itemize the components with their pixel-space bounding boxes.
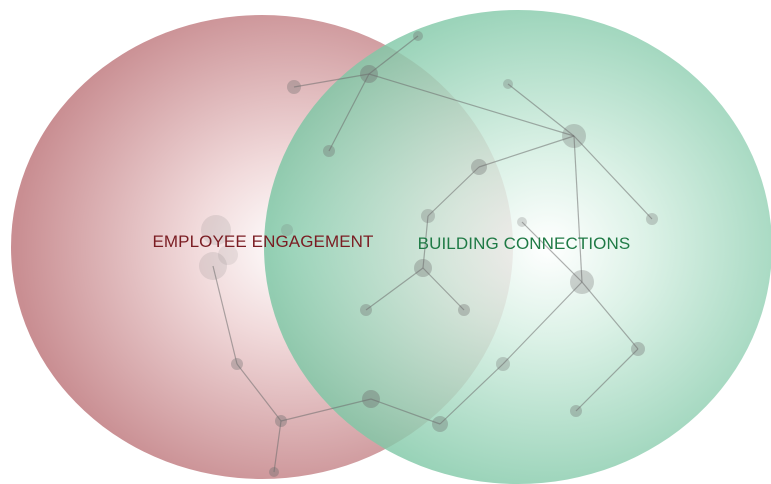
building-connections-label: BUILDING CONNECTIONS	[418, 234, 631, 253]
network-nodes	[199, 31, 658, 477]
network-node	[496, 357, 510, 371]
network-node	[421, 209, 435, 223]
employee-engagement-label: EMPLOYEE ENGAGEMENT	[152, 232, 373, 251]
network-node	[287, 80, 301, 94]
network-node	[646, 213, 658, 225]
network-node	[269, 467, 279, 477]
network-node	[281, 224, 293, 236]
network-node	[199, 252, 227, 280]
network-node	[414, 259, 432, 277]
network-node	[570, 270, 594, 294]
network-node	[218, 245, 238, 265]
network-node	[458, 304, 470, 316]
network-node	[570, 405, 582, 417]
network-lines	[212, 35, 653, 473]
network-node	[562, 124, 586, 148]
network-node	[517, 217, 527, 227]
network-node	[471, 159, 487, 175]
network-node	[362, 390, 380, 408]
network-node	[231, 358, 243, 370]
network-node	[275, 415, 287, 427]
network-node	[503, 79, 513, 89]
building-connections-circle	[264, 10, 771, 484]
network-node	[360, 65, 378, 83]
network-node	[323, 145, 335, 157]
network-node	[432, 416, 448, 432]
network-node	[360, 304, 372, 316]
network-node	[201, 215, 231, 245]
network-node	[413, 31, 423, 41]
network-node	[631, 342, 645, 356]
